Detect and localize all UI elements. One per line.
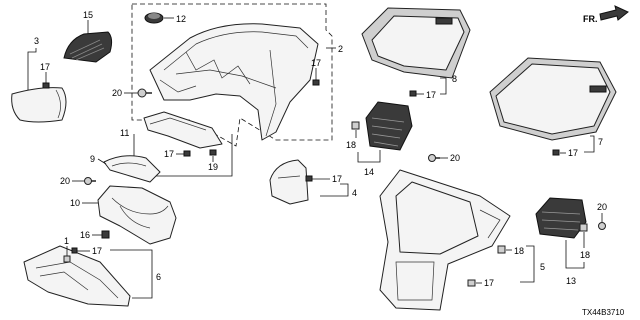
clip-icon [101,230,110,239]
callout-2: 2 [338,44,343,54]
callout-14: 14 [364,167,374,177]
screw-icon [137,88,152,98]
part-2-dashboard-frame [149,23,319,141]
callout-20-b: 20 [60,176,70,186]
front-arrow-icon [599,5,629,21]
part-13-right-vent [535,197,587,239]
part-14-center-vent [365,101,413,151]
callout-17-d: 17 [92,246,102,256]
callout-18-a: 18 [346,140,356,150]
part-11-bracket [133,134,233,177]
screw-icon [428,154,440,162]
callout-19: 19 [208,162,218,172]
callout-9: 9 [90,154,95,164]
callout-13: 13 [566,276,576,286]
callout-18-c: 18 [580,250,590,260]
part-5-center-bezel [379,169,511,311]
callout-3: 3 [34,36,39,46]
part-10-knee-panel [97,185,177,245]
callout-11: 11 [120,128,129,138]
part-11-lower-trim [143,111,223,149]
part-15-vent [63,31,113,63]
front-label: FR. [583,14,598,24]
part-8-glovebox-upper [361,7,471,79]
part-4-small-cover [269,159,309,205]
screw-icon [84,177,96,185]
callout-7: 7 [598,137,603,147]
part-12-clip [144,12,164,24]
front-direction-indicator: FR. [583,5,629,24]
callout-1: 1 [64,236,69,246]
part-7-glovebox [489,57,617,141]
callout-20-d: 20 [597,202,607,212]
callout-4: 4 [352,188,357,198]
callout-16: 16 [80,230,90,240]
clip-icon [42,82,50,89]
part-6-lower-panel [23,245,131,307]
diagram-code: TX44B3710 [582,308,625,317]
callout-17-e: 17 [332,174,342,184]
callout-17-g: 17 [568,148,578,158]
part-9-column-cover [103,155,161,183]
callout-17-b: 17 [311,58,321,68]
callout-18-b: 18 [514,246,524,256]
callout-12: 12 [176,14,186,24]
screw-icon [598,222,606,230]
callout-20-c: 20 [450,153,460,163]
part-3-side-cap [11,87,67,123]
callout-17-h: 17 [484,278,494,288]
callout-10: 10 [70,198,80,208]
callout-17-f: 17 [426,90,436,100]
callout-8: 8 [452,74,457,84]
callout-17-a: 17 [40,62,50,72]
callout-6: 6 [156,272,161,282]
callout-20-a: 20 [112,88,122,98]
callout-5: 5 [540,262,545,272]
callout-15: 15 [83,10,93,20]
callout-17-c: 17 [164,149,174,159]
